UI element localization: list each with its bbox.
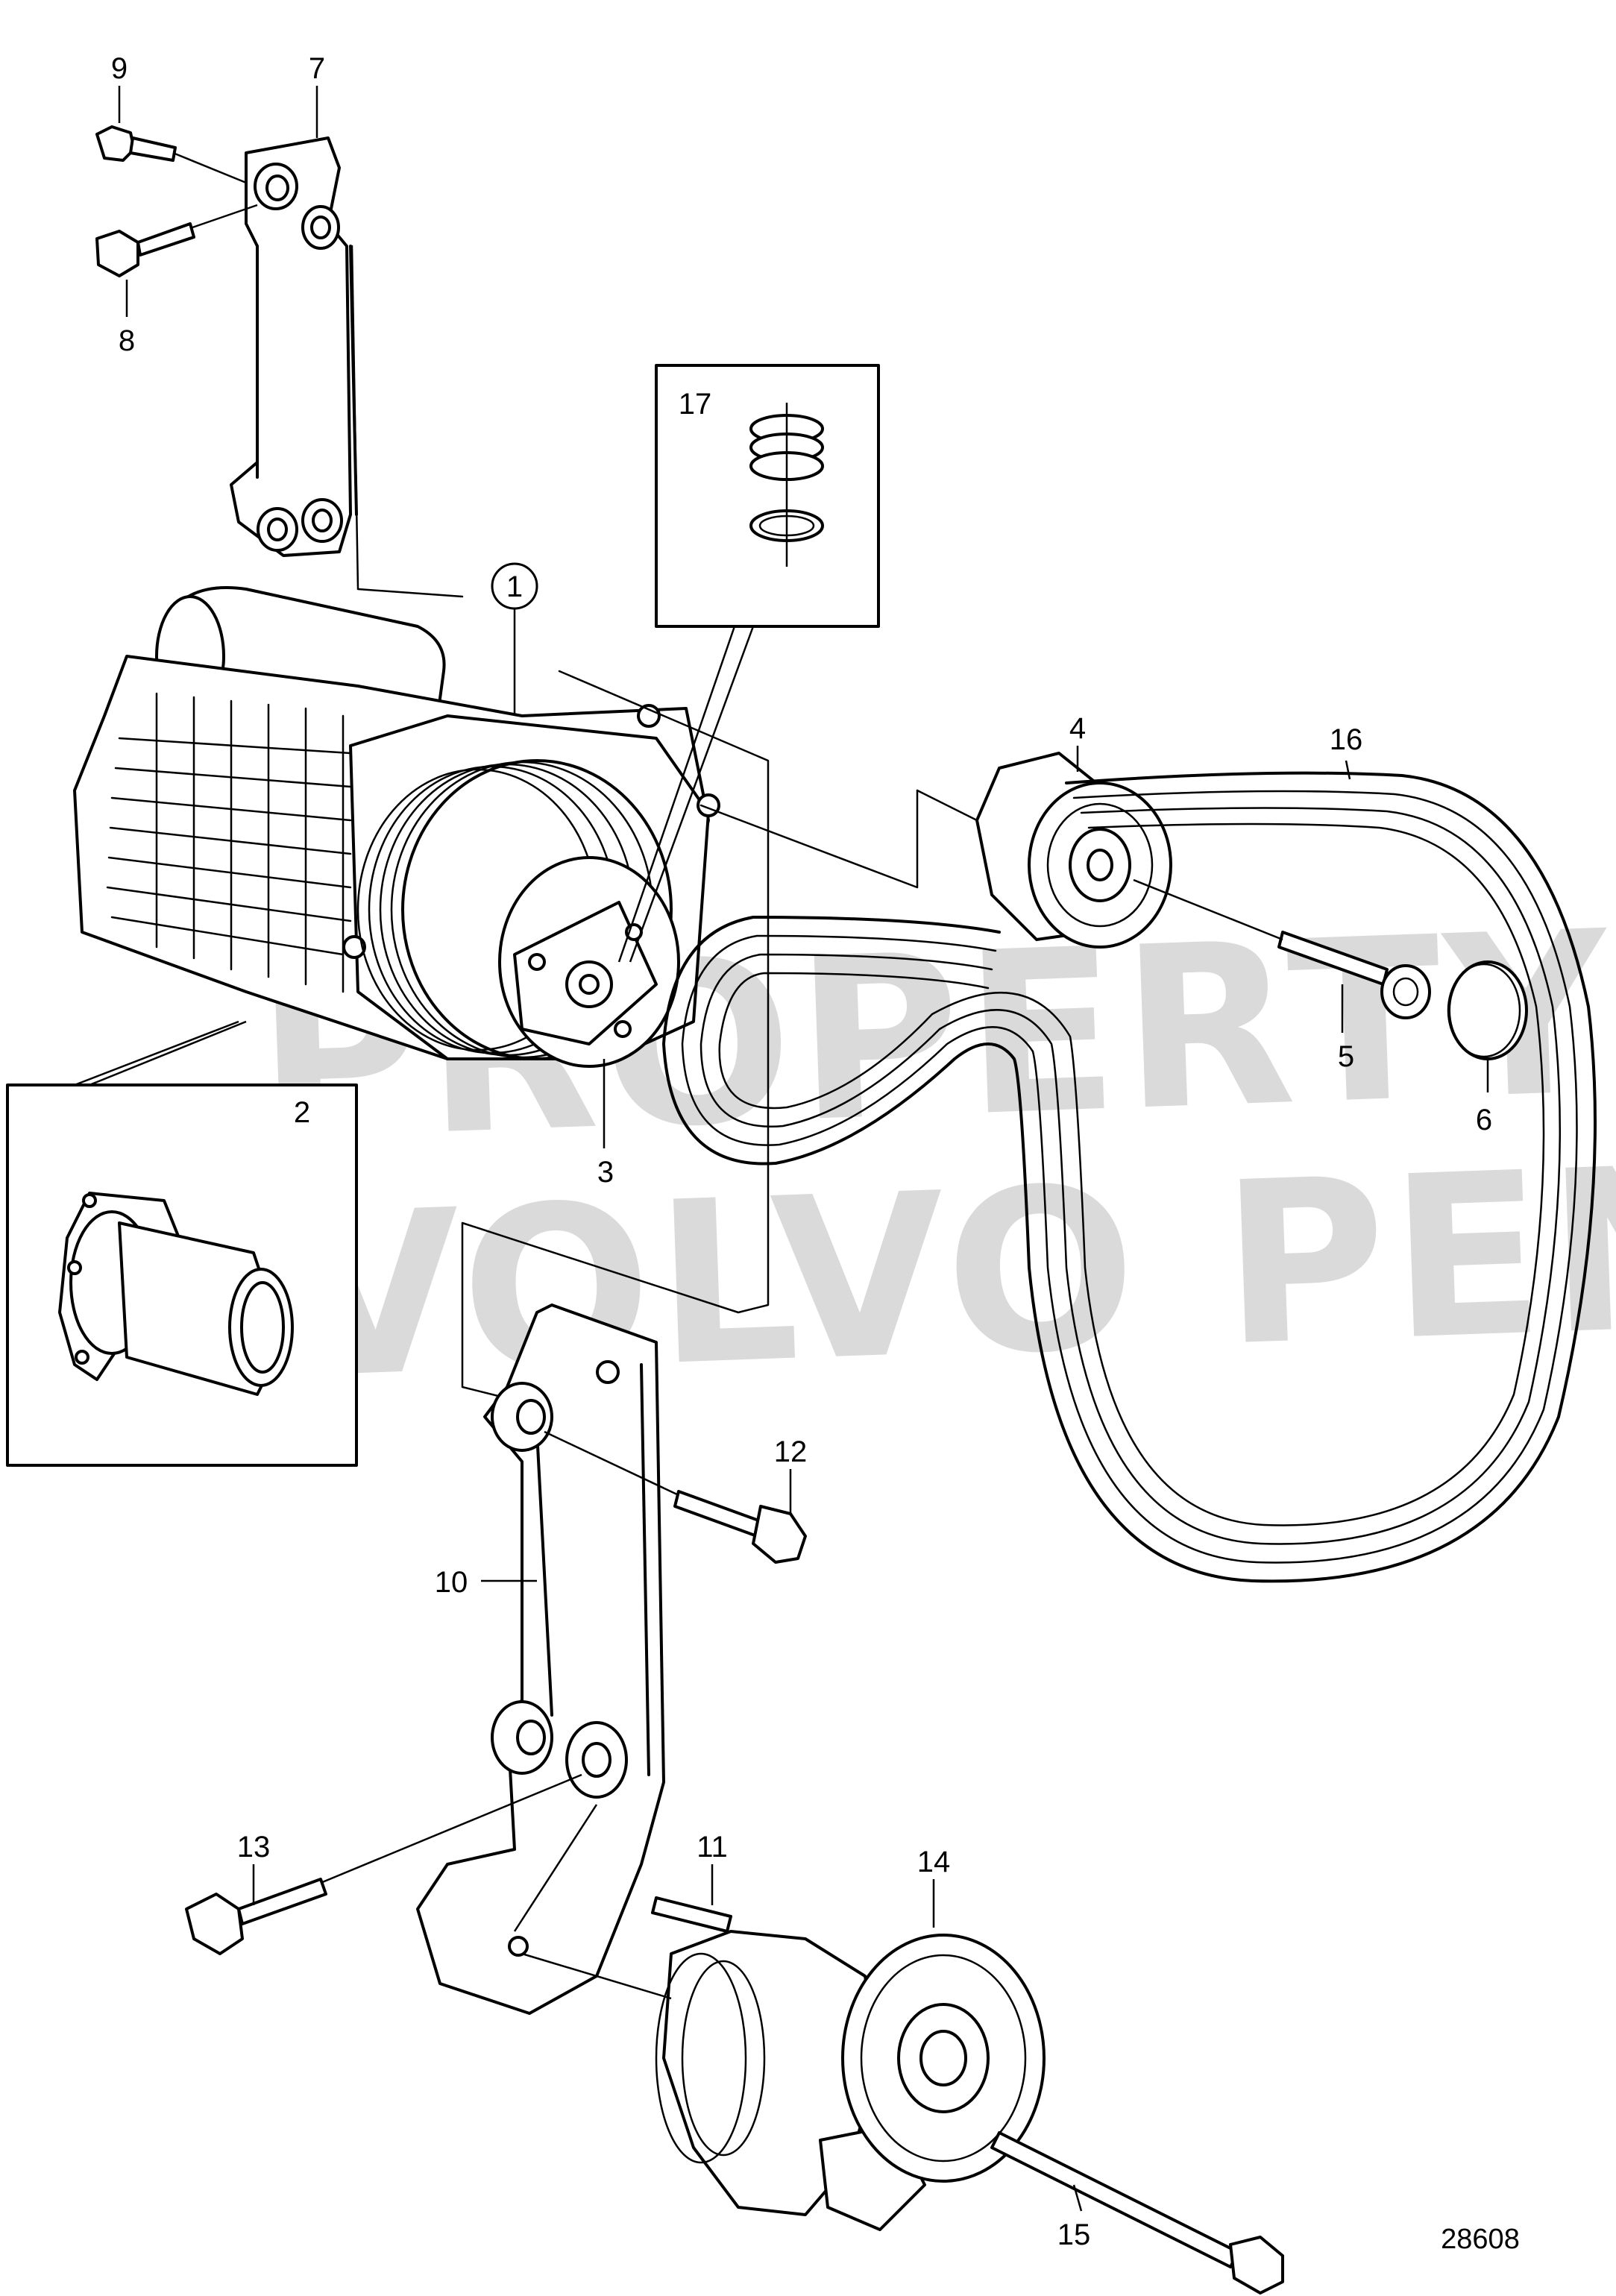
callout-2: 2 — [294, 1096, 310, 1129]
callout-7: 7 — [309, 52, 325, 85]
callout-13: 13 — [237, 1831, 271, 1863]
bolt-part-12 — [544, 1430, 807, 1564]
drive-belt-part-16 — [662, 771, 1597, 1583]
supercharger-part-1 — [73, 586, 720, 1068]
callout-labels: 1 2 3 4 5 6 7 8 9 10 11 12 13 14 15 16 1… — [111, 52, 1492, 2251]
guide-line — [461, 670, 770, 1403]
pin-part-11 — [651, 1896, 732, 1933]
upper-bracket-part-7 — [230, 136, 464, 598]
callout-15: 15 — [1057, 2218, 1091, 2251]
callout-16: 16 — [1330, 723, 1363, 756]
callout-11: 11 — [697, 1831, 728, 1863]
callout-14: 14 — [917, 1846, 951, 1878]
bolt-part-13 — [185, 1773, 582, 1955]
callout-5: 5 — [1338, 1040, 1354, 1073]
callout-6: 6 — [1476, 1104, 1492, 1136]
callout-4: 4 — [1069, 712, 1086, 745]
callout-8: 8 — [119, 324, 135, 357]
lower-bracket-part-10 — [416, 1303, 665, 2015]
callout-12: 12 — [774, 1435, 808, 1468]
callout-circle-1 — [491, 562, 538, 610]
callout-10: 10 — [435, 1566, 468, 1599]
watermark: PROPERTY OF VOLVO PENTA — [253, 868, 1616, 1429]
callout-1: 1 — [506, 570, 523, 603]
idler-pulley-part-4 — [699, 752, 1172, 949]
tensioner-part-14 — [521, 1930, 1046, 2231]
inset-part-17 — [617, 364, 880, 963]
bolt-part-8 — [95, 204, 258, 277]
callout-9: 9 — [111, 52, 128, 85]
cap-part-6 — [1447, 960, 1528, 1060]
watermark-line-2: VOLVO PENTA — [283, 1107, 1616, 1429]
callout-17: 17 — [679, 388, 712, 421]
inset-part-2 — [6, 1020, 358, 1467]
callout-3: 3 — [597, 1156, 614, 1189]
callout-leaders — [118, 86, 1489, 2212]
bolt-part-9 — [95, 125, 247, 184]
bolt-part-15 — [990, 2131, 1284, 2295]
bolt-part-5 — [1133, 878, 1431, 1019]
drawing-number: 28608 — [1441, 2224, 1520, 2255]
